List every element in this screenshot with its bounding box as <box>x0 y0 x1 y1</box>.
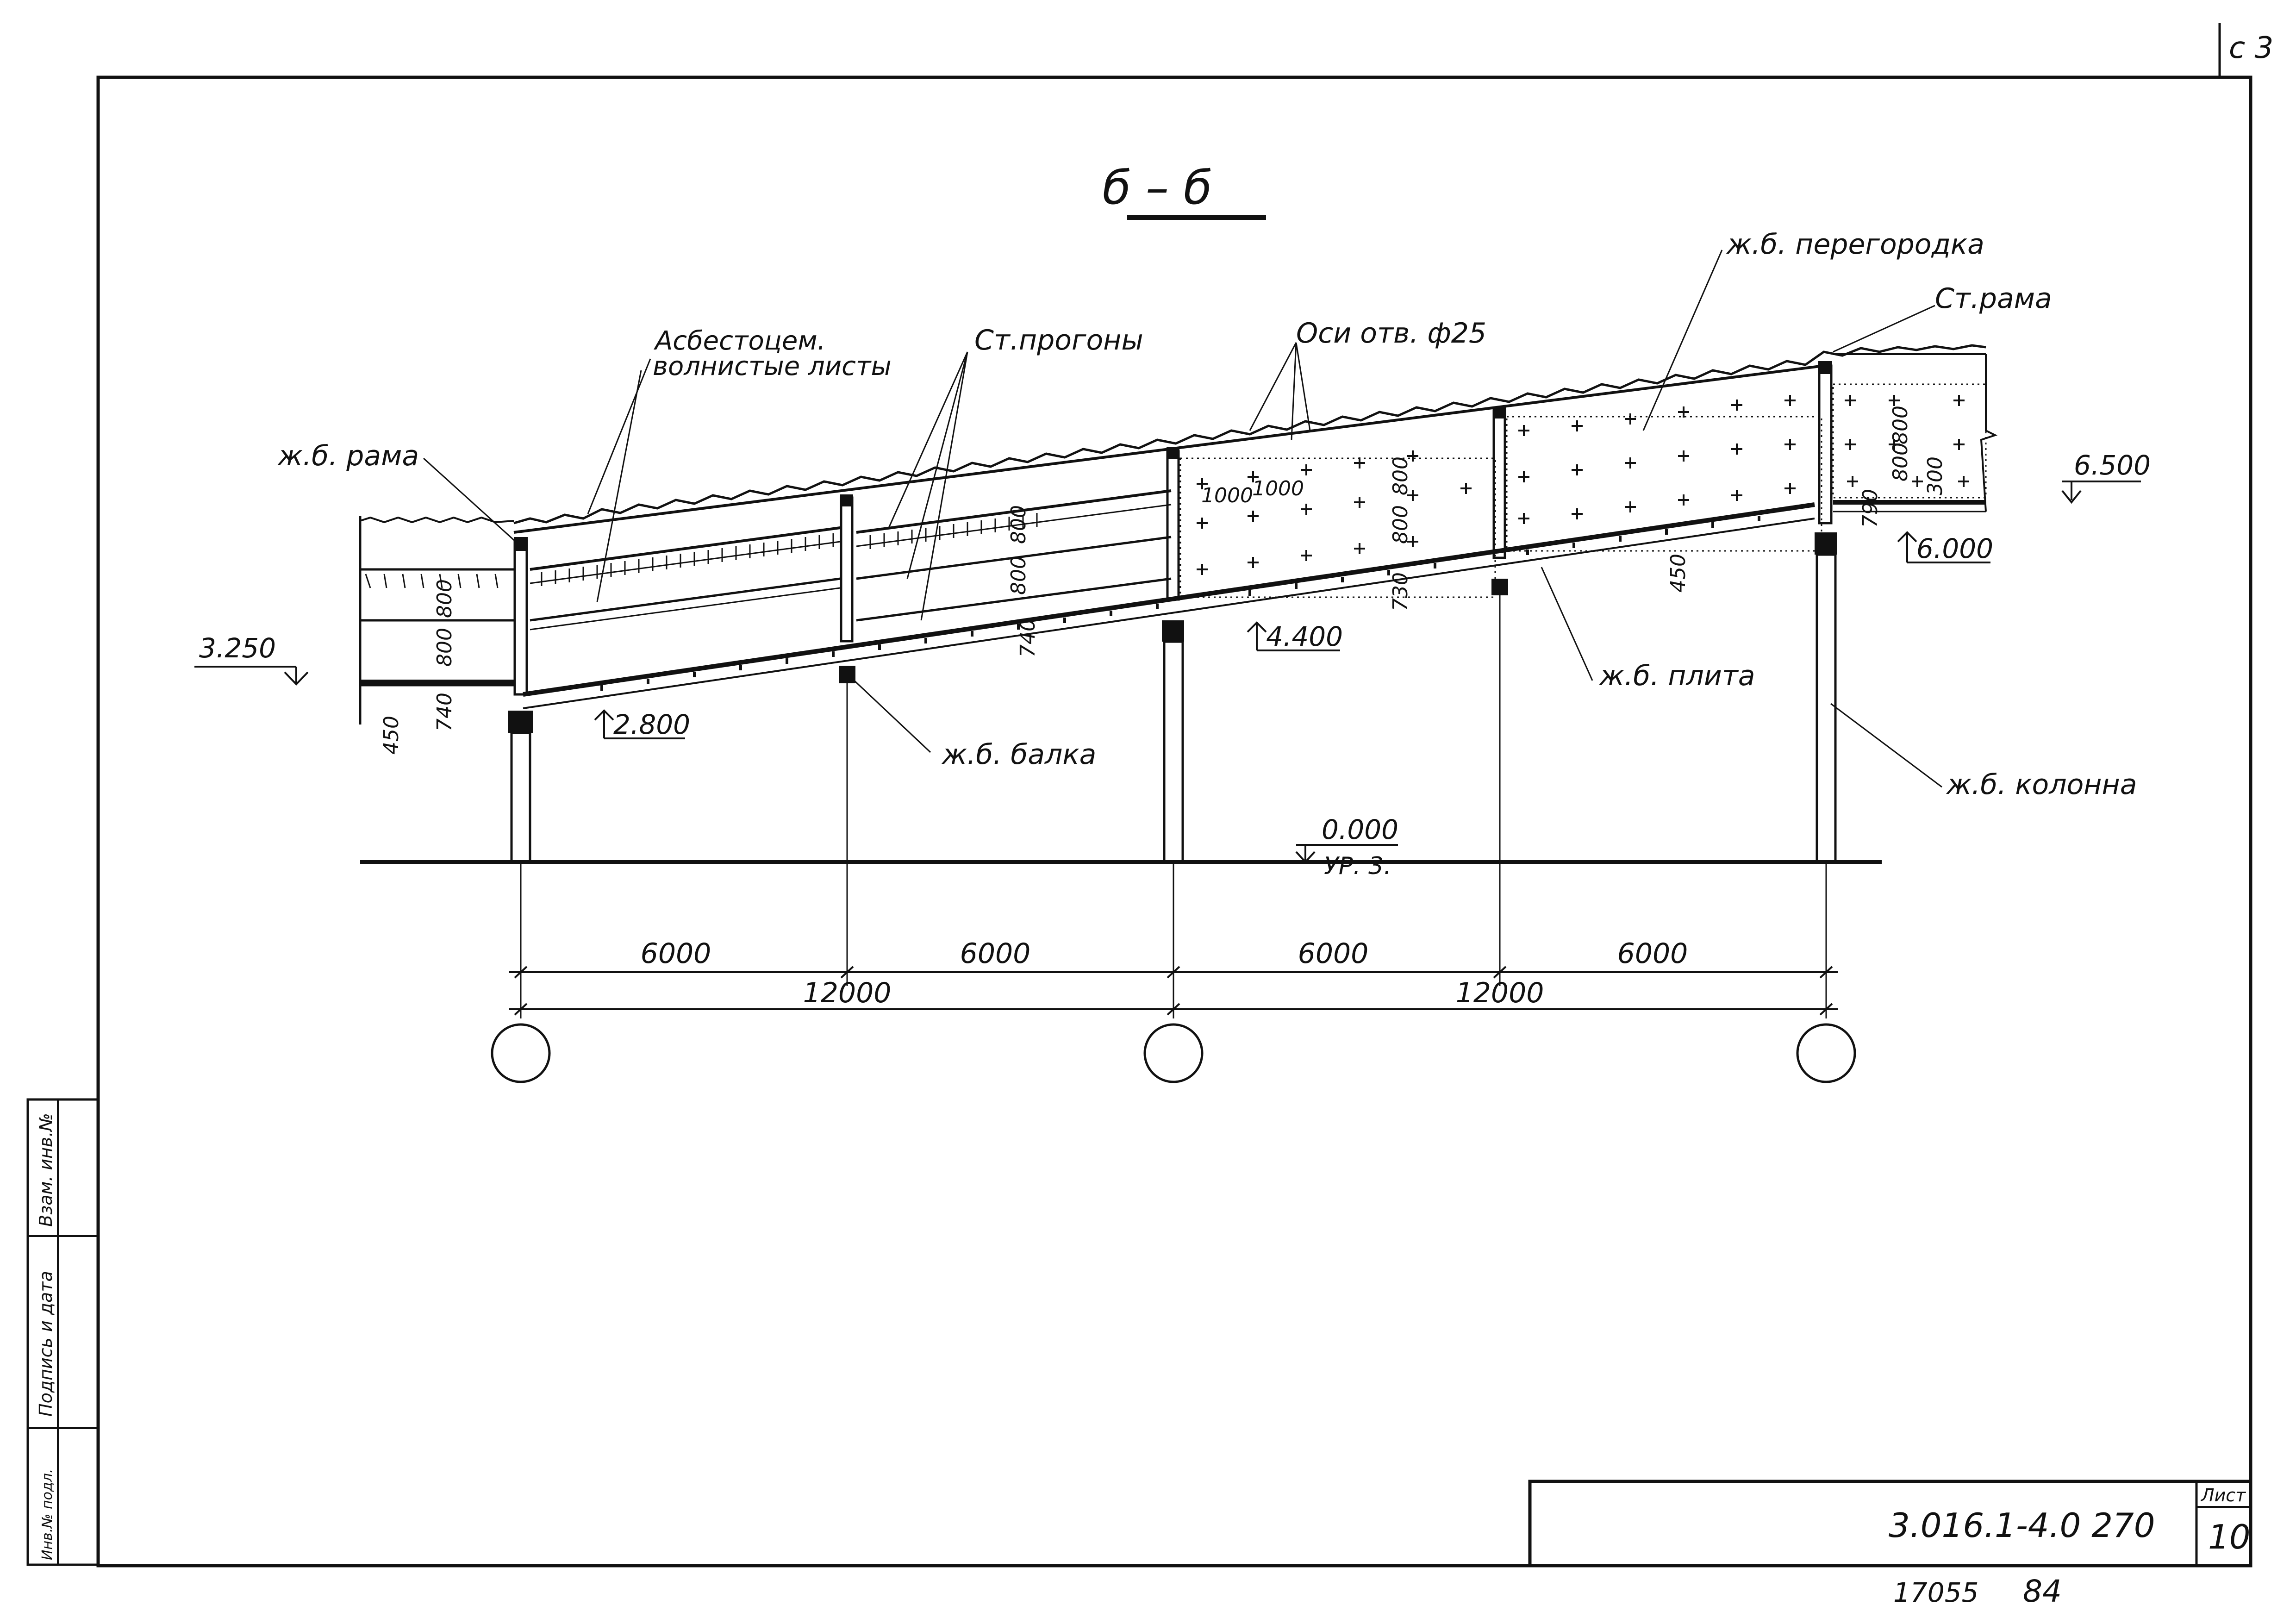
rc-frame-1 <box>839 494 855 683</box>
svg-text:300: 300 <box>1923 456 1947 495</box>
label-rc-frame: ж.б. рама <box>277 440 419 472</box>
svg-text:800: 800 <box>1389 505 1412 544</box>
span-4: 6000 <box>1617 937 1688 970</box>
footer-right: 84 <box>2023 1574 2062 1609</box>
span-1: 6000 <box>641 937 711 970</box>
title-block: 3.016.1-4.0 270 Лист 10 <box>1528 1480 2252 1568</box>
svg-text:3.250: 3.250 <box>199 632 276 664</box>
svg-text:1000: 1000 <box>1252 477 1304 500</box>
svg-text:Взам. инв.№: Взам. инв.№ <box>36 1113 56 1227</box>
asbestos-roof <box>513 344 1986 525</box>
footer-left: 17055 <box>1893 1577 1979 1608</box>
svg-text:1000: 1000 <box>1201 484 1253 507</box>
span-3: 6000 <box>1298 937 1369 970</box>
label-asbestos-2: волнистые листы <box>653 351 892 381</box>
sheet-label: Лист <box>2200 1485 2246 1505</box>
elevation-3250: 3.250 <box>194 632 309 686</box>
svg-text:Подпись и дата: Подпись и дата <box>36 1271 56 1417</box>
span-2: 6000 <box>960 937 1031 970</box>
axis-marker-3 <box>1796 1023 1856 1083</box>
label-asbestos-1: Асбестоцем. <box>654 326 825 356</box>
svg-text:740: 740 <box>1016 618 1040 657</box>
span-total-1: 12000 <box>803 977 892 1009</box>
svg-text:800: 800 <box>1007 505 1030 544</box>
label-rc-partition: ж.б. перегородка <box>1726 228 1984 261</box>
rc-frame-3 <box>1491 406 1508 595</box>
svg-text:450: 450 <box>1666 554 1690 593</box>
leader-lines <box>423 250 1942 788</box>
label-steel-frame: Ст.рама <box>1935 282 2052 315</box>
elevation-0000: 0.000 УР. 3. <box>1295 814 1398 880</box>
drawing-code: 3.016.1-4.0 270 <box>1889 1506 2155 1545</box>
sheet-number: 10 <box>2208 1518 2251 1556</box>
sheet-frame <box>96 75 2252 1568</box>
elevation-4400: 4.400 <box>1247 621 1343 652</box>
svg-text:6.500: 6.500 <box>2074 450 2151 481</box>
rc-frame-right <box>1815 361 1837 864</box>
label-rc-slab: ж.б. плита <box>1598 660 1755 692</box>
label-rc-column: ж.б. колонна <box>1946 768 2137 801</box>
label-steel-purlins: Ст.прогоны <box>974 324 1143 356</box>
svg-text:730: 730 <box>1389 572 1412 611</box>
section-title: б – б <box>1103 161 1212 215</box>
side-stamp: Взам. инв.№ Подпись и дата Инв.№ подл. <box>26 1098 100 1566</box>
axis-marker-1 <box>491 1023 551 1083</box>
svg-text:4.400: 4.400 <box>1266 621 1343 652</box>
svg-text:Инв.№ подл.: Инв.№ подл. <box>39 1469 56 1560</box>
axis-lines <box>520 595 1827 1018</box>
label-rc-beam: ж.б. балка <box>941 738 1096 771</box>
corner-mark: с 3 <box>2229 31 2273 65</box>
svg-text:800: 800 <box>433 579 456 618</box>
left-existing-bay <box>359 516 514 725</box>
elevation-6500: 6.500 <box>2061 450 2151 504</box>
svg-text:800: 800 <box>1889 443 1912 481</box>
elevation-6000: 6.000 <box>1897 531 1993 564</box>
svg-text:2.800: 2.800 <box>613 709 690 740</box>
rc-partition <box>1179 383 1987 598</box>
dimension-chain <box>509 966 1838 1016</box>
svg-text:0.000: 0.000 <box>1322 814 1398 845</box>
svg-text:740: 740 <box>433 693 456 731</box>
svg-text:790: 790 <box>1859 489 1882 528</box>
svg-text:УР. 3.: УР. 3. <box>1324 852 1391 880</box>
elevation-2800: 2.800 <box>594 709 690 740</box>
small-dimensions: 450 740 800 800 740 800 800 1000 1000 80… <box>380 406 1947 755</box>
svg-text:800: 800 <box>1389 456 1412 495</box>
svg-text:800: 800 <box>1889 406 1912 444</box>
axis-marker-2 <box>1143 1023 1204 1083</box>
span-total-2: 12000 <box>1456 977 1544 1009</box>
svg-text:800: 800 <box>433 628 456 667</box>
svg-text:450: 450 <box>380 716 403 755</box>
label-hole-axes: Оси отв. ф25 <box>1296 317 1486 350</box>
svg-text:6.000: 6.000 <box>1916 533 1993 564</box>
svg-text:800: 800 <box>1007 556 1030 595</box>
rc-frame-left <box>508 537 533 864</box>
right-existing-bay <box>1833 353 1998 512</box>
